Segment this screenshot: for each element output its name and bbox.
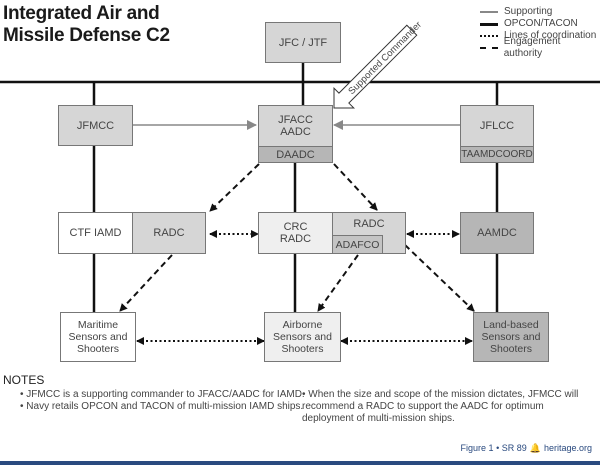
notes-left: • JFMCC is a supporting commander to JFA…	[20, 389, 305, 413]
diagram-title: Integrated Air and Missile Defense C2	[3, 3, 170, 47]
callout-label: Supported Commander	[346, 19, 424, 97]
box-label: RADC	[153, 227, 185, 239]
box-label: TAAMDCOORD	[461, 148, 533, 160]
notes-right: • When the size and scope of the mission…	[302, 389, 579, 424]
opcon-line-swatch	[480, 22, 498, 26]
box-label: JFLCC	[479, 120, 515, 132]
box-label: Land-based Sensors and Shooters	[481, 319, 541, 355]
box-airborne-sensors: Airborne Sensors and Shooters	[264, 312, 341, 362]
legend-item-engagement: Engagement authority	[480, 36, 600, 59]
box-daadc: DAADC	[258, 146, 333, 163]
box-jfacc-aadc: JFACC AADC	[258, 105, 333, 147]
box-land-sensors: Land-based Sensors and Shooters	[473, 312, 549, 362]
box-label: CRC RADC	[279, 221, 312, 245]
box-maritime-sensors: Maritime Sensors and Shooters	[60, 312, 136, 362]
box-label: JFACC AADC	[278, 114, 313, 138]
engagement-line-radc-land	[404, 244, 475, 312]
engagement-line-swatch	[480, 47, 498, 49]
legend-item-supporting: Supporting	[480, 6, 600, 18]
box-label: Airborne Sensors and Shooters	[273, 319, 332, 355]
engagement-line-radc-maritime	[119, 254, 173, 312]
box-aamdc: AAMDC	[460, 212, 534, 254]
liberty-bell-icon: 🔔	[529, 443, 541, 453]
note-item: • Navy retails OPCON and TACON of multi-…	[20, 401, 304, 412]
box-crc-radc: CRC RADC	[258, 212, 333, 254]
legend-label: Supporting	[504, 6, 553, 17]
title-line-1: Integrated Air and	[3, 3, 160, 24]
box-label: ADAFCO	[335, 238, 380, 251]
box-label: AAMDC	[477, 227, 517, 239]
box-taamdcoord: TAAMDCOORD	[460, 146, 534, 163]
box-label: DAADC	[276, 148, 315, 161]
footer-bar	[0, 461, 600, 465]
box-adafco: ADAFCO	[332, 235, 383, 254]
legend: Supporting OPCON/TACON Lines of coordina…	[480, 6, 600, 59]
engagement-line-adafco-airborne	[317, 254, 359, 312]
coordination-line-swatch	[480, 35, 498, 37]
figure-footer: Figure 1 • SR 89🔔heritage.org	[461, 443, 592, 454]
notes-title: NOTES	[3, 373, 45, 387]
legend-label: Lines of coordination	[504, 30, 597, 41]
box-jflcc: JFLCC	[460, 105, 534, 147]
figure-label: Figure 1 • SR 89	[460, 443, 527, 453]
engagement-line-daadc-radc-left	[209, 163, 260, 212]
engagement-line-daadc-radc-mid	[333, 163, 378, 211]
box-label: Maritime Sensors and Shooters	[68, 319, 128, 355]
title-line-2: Missile Defense C2	[3, 25, 170, 46]
box-jfmcc: JFMCC	[58, 105, 133, 146]
legend-item-coordination: Lines of coordination	[480, 30, 600, 42]
box-label: RADC	[353, 218, 385, 230]
box-label: JFC / JTF	[278, 36, 328, 49]
note-item: • JFMCC is a supporting commander to JFA…	[20, 389, 305, 400]
box-jfc-jtf: JFC / JTF	[265, 22, 341, 63]
supporting-line-swatch	[480, 11, 498, 13]
legend-label: OPCON/TACON	[504, 18, 578, 29]
box-radc-left: RADC	[132, 212, 206, 254]
legend-item-opcon: OPCON/TACON	[480, 18, 600, 30]
box-label: CTF IAMD	[69, 227, 122, 239]
box-ctf-iamd: CTF IAMD	[58, 212, 133, 254]
site-link[interactable]: heritage.org	[543, 443, 592, 453]
legend-label: Engagement authority	[503, 36, 561, 59]
box-label: JFMCC	[76, 119, 115, 132]
